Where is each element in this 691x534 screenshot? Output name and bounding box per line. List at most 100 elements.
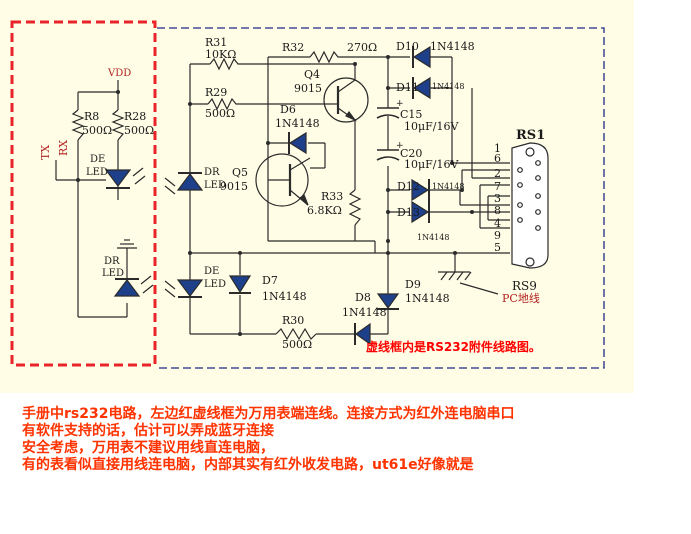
r32-label: R32 [282, 41, 304, 54]
led-de-label: DE [90, 154, 105, 165]
pc-ground-label: PC地线 [502, 291, 540, 305]
notes-list: 手册中rs232电路，左边红虚线框为万用表端连线。连接方式为红外连电脑串口 有软… [22, 406, 682, 474]
d10-value: 1N4148 [430, 40, 475, 53]
r29-symbol [207, 97, 238, 111]
de-accessory-label: DE [204, 266, 219, 277]
rx-label: RX [57, 140, 70, 156]
vdd-label: VDD [107, 68, 131, 79]
d11-label: D11 [396, 81, 419, 94]
de-accessory-led: LED [204, 279, 226, 290]
led-dr-label: DR [104, 256, 120, 267]
d10-label: D10 [396, 40, 419, 53]
d6-value: 1N4148 [275, 117, 320, 130]
db9-connector [511, 142, 549, 269]
r28-value: 500Ω [124, 124, 154, 137]
db9-pin-labels: 1 6 2 7 3 8 4 9 5 [494, 142, 501, 254]
r8-label: R8 [84, 110, 99, 123]
svg-text:+: + [396, 141, 404, 151]
pc-ground-symbol [438, 271, 499, 295]
rs1-label: RS1 [516, 128, 545, 143]
c20-value: 10μF/16V [404, 158, 459, 171]
d8-value: 1N4148 [342, 306, 387, 319]
d11-value: 1N4148 [432, 82, 464, 91]
dr-accessory-led: LED [204, 180, 226, 191]
dr-accessory-label: DR [204, 167, 220, 178]
q4-value: 9015 [294, 82, 322, 95]
r31-value: 10KΩ [205, 48, 236, 61]
c20-label: C20 [400, 147, 422, 160]
r33-label: R33 [321, 190, 343, 203]
d13-label: D13 [397, 206, 420, 219]
d12-value: 1N4148 [432, 182, 464, 191]
c15-label: C15 [400, 108, 422, 121]
q5-transistor [255, 153, 311, 207]
diodes [228, 45, 431, 346]
c20-symbol: + [376, 141, 404, 161]
d9-value: 1N4148 [405, 292, 450, 305]
junction-dots [76, 55, 474, 336]
r30-symbol [275, 327, 317, 341]
q4-label: Q4 [304, 68, 320, 81]
r8-value: 500Ω [82, 124, 112, 137]
d6-symbol [288, 131, 307, 155]
component-labels: VDD TX RX R8 500Ω R28 500Ω DE LED DR LED… [39, 36, 545, 354]
led-de-text: LED [86, 167, 108, 178]
r8-symbol [71, 109, 85, 141]
r31-symbol [209, 57, 240, 71]
r30-value: 500Ω [282, 338, 312, 351]
capacitors: + + [376, 99, 404, 161]
pin-label: 2 [494, 167, 501, 180]
r28-symbol [111, 109, 125, 141]
pin-label: 8 [494, 204, 501, 217]
led-de-meter [104, 167, 146, 196]
note-line: 有软件支持的话，估计可以弄成蓝牙连接 [22, 423, 274, 439]
pin-label: 9 [494, 229, 501, 242]
r29-value: 500Ω [205, 107, 235, 120]
pin-label: 6 [494, 152, 501, 165]
d7-symbol [228, 275, 252, 294]
d8-symbol [354, 322, 371, 346]
rs9-label: RS9 [512, 279, 537, 293]
pin-label: 5 [494, 241, 501, 254]
tx-label: TX [39, 145, 52, 160]
d8-label: D8 [355, 291, 371, 304]
d13-value: 1N4148 [417, 233, 449, 242]
r32-symbol [309, 50, 340, 64]
led-dr-meter [113, 275, 154, 297]
pin-label: 7 [494, 180, 501, 193]
d11-symbol [412, 76, 431, 100]
wires [55, 56, 510, 335]
r32-value: 270Ω [347, 41, 377, 54]
r30-label: R30 [282, 314, 304, 327]
pin-label: 4 [494, 217, 501, 230]
r33-value: 6.8KΩ [307, 204, 342, 217]
led-dr-accessory [164, 172, 204, 195]
meter-side-frame [10, 20, 157, 367]
r33-symbol [348, 189, 362, 226]
pin-label: 1 [494, 142, 501, 155]
d9-label: D9 [405, 278, 421, 291]
c15-value: 10μF/16V [404, 120, 459, 133]
d13-symbol [411, 200, 430, 224]
note-line: 手册中rs232电路，左边红虚线框为万用表端连线。连接方式为红外连电脑串口 [22, 406, 515, 422]
resistors [71, 50, 362, 341]
r28-label: R28 [124, 110, 146, 123]
rs232-accessory-frame [157, 27, 605, 369]
d12-symbol [411, 178, 430, 202]
r29-label: R29 [205, 86, 227, 99]
d7-label: D7 [262, 274, 278, 287]
d6-label: D6 [280, 103, 296, 116]
q5-label: Q5 [232, 166, 248, 179]
led-dr-text: LED [102, 268, 124, 279]
d7-value: 1N4148 [262, 290, 307, 303]
note-line: 有的表看似直接用线连电脑，内部其实有红外收发电路，ut61e好像就是 [22, 457, 474, 473]
pin-label: 3 [494, 192, 501, 205]
q4-transistor [323, 77, 369, 123]
r31-label: R31 [205, 36, 227, 49]
led-de-accessory [164, 279, 204, 298]
d9-symbol [376, 293, 400, 310]
d10-symbol [412, 45, 431, 69]
c15-symbol: + [376, 99, 404, 119]
q5-value: 9015 [220, 180, 248, 193]
note-line: 安全考虑，万用表不建议用线直连电脑， [22, 440, 274, 456]
